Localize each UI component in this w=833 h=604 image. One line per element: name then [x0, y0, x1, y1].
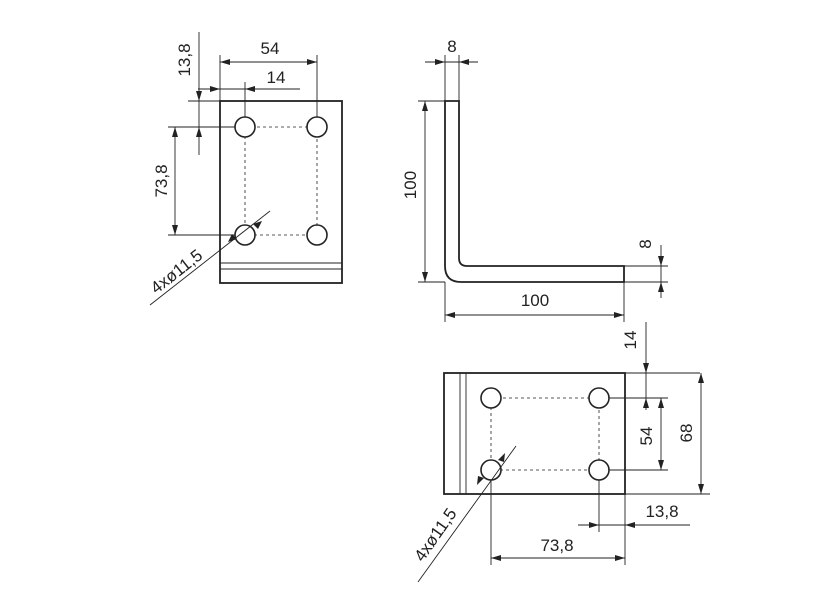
side-view: 8 100 8 100 [401, 37, 668, 322]
hole-bottom-tr [588, 387, 610, 409]
arrow-100-h-b [614, 312, 624, 318]
label-hole-callout-bottom: 4xø11,5 [410, 505, 460, 565]
label-offset-13-8: 13,8 [175, 43, 194, 76]
leader-hole-bottom [417, 445, 517, 583]
hole-left-tl [234, 116, 256, 138]
arrow-8-right-a [658, 256, 664, 266]
arrow-54-a [220, 59, 230, 65]
label-height-100: 100 [401, 171, 420, 199]
arrow-13-8-a [196, 91, 202, 101]
l-profile [444, 100, 625, 283]
arrow-54-b [307, 59, 317, 65]
arrow-100-v-b [422, 272, 428, 282]
arrow-54-b-a [658, 398, 664, 408]
top-left-view: 54 14 13,8 73,8 4xø11,5 [147, 32, 343, 306]
label-offset-13-8-bottom: 13,8 [645, 502, 678, 521]
label-height-68: 68 [677, 424, 696, 443]
hole-pattern-left [244, 126, 318, 236]
arrow-14-b-b [643, 398, 649, 408]
label-offset-14-bottom: 14 [621, 331, 640, 350]
label-spacing-73-8-bottom: 73,8 [540, 536, 573, 555]
arrow-hole-left-a [228, 234, 237, 242]
arrow-73-8-b [172, 225, 178, 235]
arrow-8-top-b [459, 59, 469, 65]
hole-left-br [306, 224, 328, 246]
label-length-100: 100 [521, 291, 549, 310]
label-offset-14: 14 [267, 68, 286, 87]
arrow-54-b-b [658, 460, 664, 470]
arrow-hole-bottom-a [477, 476, 484, 485]
hole-bottom-br [588, 459, 610, 481]
arrow-14-b-a [643, 363, 649, 373]
arrow-14-b [245, 86, 255, 92]
arrow-hole-bottom-b [498, 453, 505, 462]
arrow-8-top-a [435, 59, 445, 65]
label-thickness-top-8: 8 [447, 37, 456, 56]
arrow-100-v-a [422, 101, 428, 111]
arrow-100-h-a [445, 312, 455, 318]
hole-bottom-tl [480, 387, 502, 409]
arrow-13-8-b-a [589, 522, 599, 528]
label-spacing-54-bottom: 54 [637, 427, 656, 446]
label-width-54: 54 [261, 39, 280, 58]
hole-pattern-bottom [490, 397, 600, 471]
hole-left-bl [234, 224, 256, 246]
arrow-hole-left-b [253, 221, 262, 229]
arrow-8-right-b [658, 282, 664, 292]
label-hole-callout-left: 4xø11,5 [147, 246, 206, 298]
arrow-14-a [210, 86, 220, 92]
arrow-68-a [698, 373, 704, 383]
bottom-right-view: 14 54 68 13,8 73,8 4xø11,5 [410, 322, 710, 583]
arrow-73-8-b-b [615, 555, 625, 561]
hole-bottom-bl [480, 459, 502, 481]
arrow-73-8-a [172, 127, 178, 137]
label-spacing-73-8: 73,8 [152, 164, 171, 197]
arrow-13-8-b-b [625, 522, 635, 528]
label-thickness-right-8: 8 [636, 239, 655, 248]
arrow-73-8-b-a [491, 555, 501, 561]
arrow-68-b [698, 484, 704, 494]
hole-left-tr [306, 116, 328, 138]
leader-hole-left [149, 210, 271, 306]
arrow-13-8-b [196, 127, 202, 137]
